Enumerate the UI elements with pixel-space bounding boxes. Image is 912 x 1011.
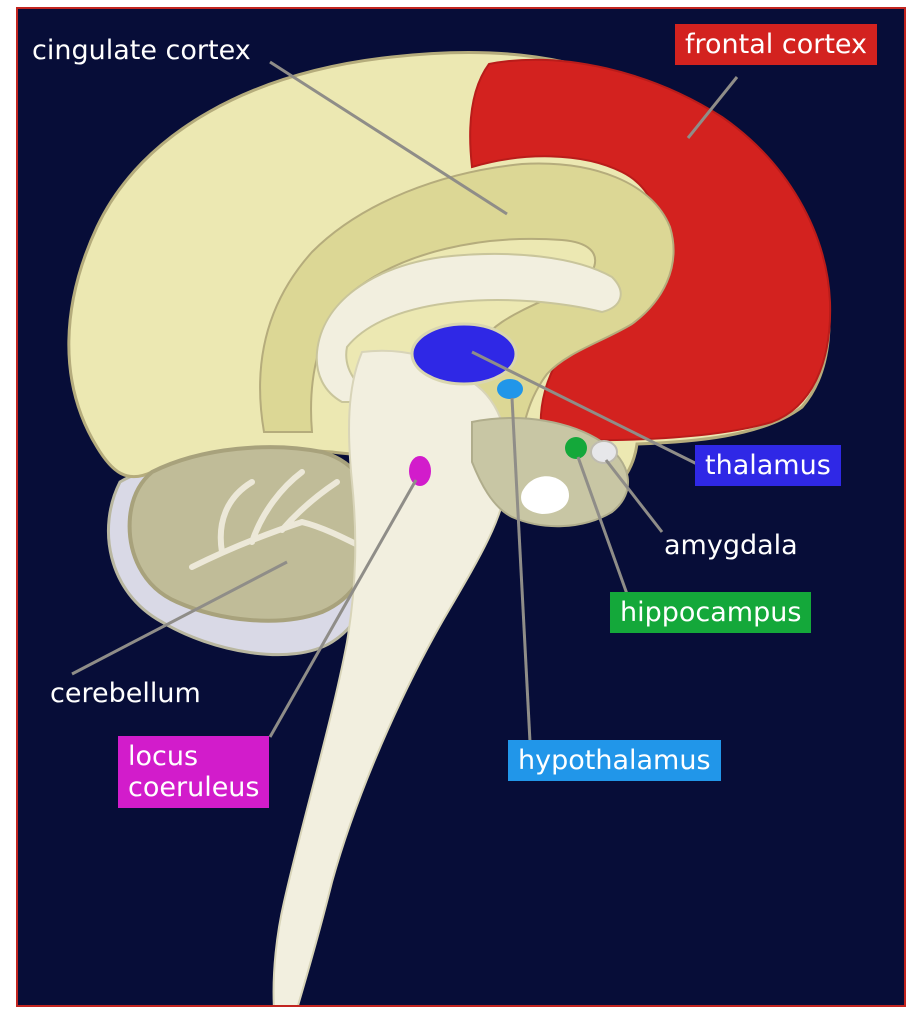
locus-coeruleus-region — [409, 456, 431, 486]
label-locus-line2: coeruleus — [128, 772, 259, 803]
brain-illustration — [18, 9, 906, 1007]
label-amygdala: amygdala — [664, 530, 798, 561]
label-thalamus: thalamus — [695, 445, 841, 486]
label-locus-coeruleus: locus coeruleus — [118, 736, 269, 808]
label-hypothalamus: hypothalamus — [508, 740, 721, 781]
label-hippocampus: hippocampus — [610, 592, 811, 633]
label-frontal-cortex: frontal cortex — [675, 24, 877, 65]
label-locus-line1: locus — [128, 741, 259, 772]
thalamus-region — [412, 324, 516, 384]
amygdala-region — [591, 441, 617, 463]
diagram-frame — [16, 7, 906, 1007]
hippocampus-region — [565, 437, 587, 459]
label-cingulate-cortex: cingulate cortex — [32, 35, 251, 66]
hypothalamus-region — [497, 379, 523, 399]
label-cerebellum: cerebellum — [50, 678, 201, 709]
